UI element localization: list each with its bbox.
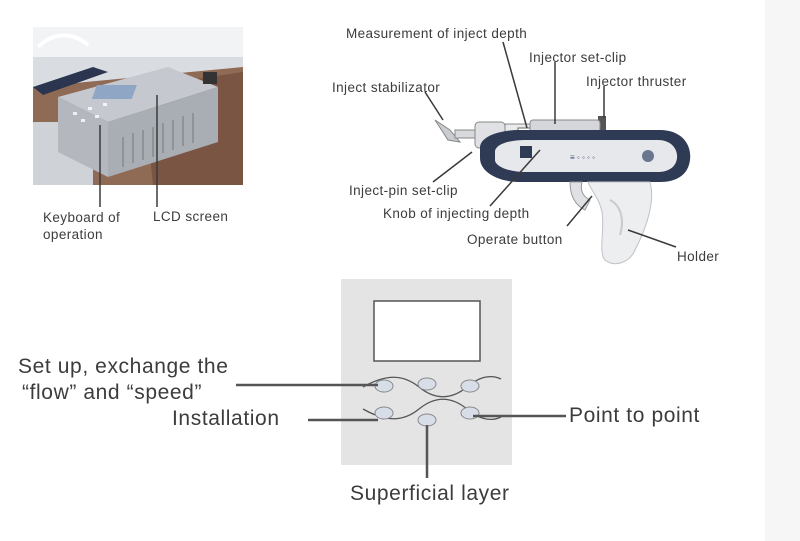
label-superficial: Superficial layer (350, 482, 510, 505)
label-measurement: Measurement of inject depth (346, 26, 528, 41)
label-thruster: Injector thruster (586, 74, 687, 89)
right-margin-strip (765, 0, 800, 541)
label-lcd: LCD screen (153, 209, 229, 224)
svg-text:≡ ◦ ◦ ◦ ◦: ≡ ◦ ◦ ◦ ◦ (570, 153, 595, 162)
label-holder: Holder (677, 249, 720, 264)
label-setup-line1: Set up, exchange the (18, 355, 229, 378)
label-installation: Installation (172, 407, 280, 430)
label-stabilizator: Inject stabilizator (332, 80, 441, 95)
label-keyboard: Keyboard of operation (43, 210, 121, 242)
label-knob: Knob of injecting depth (383, 206, 530, 221)
label-operate: Operate button (467, 232, 563, 247)
injector-gun: ≡ ◦ ◦ ◦ ◦ (434, 116, 691, 265)
label-set-clip: Injector set-clip (529, 50, 627, 65)
label-point: Point to point (569, 404, 700, 427)
label-pin-clip: Inject-pin set-clip (349, 183, 458, 198)
device-photo (33, 27, 243, 185)
label-setup-line2: “flow” and “speed” (22, 381, 203, 404)
